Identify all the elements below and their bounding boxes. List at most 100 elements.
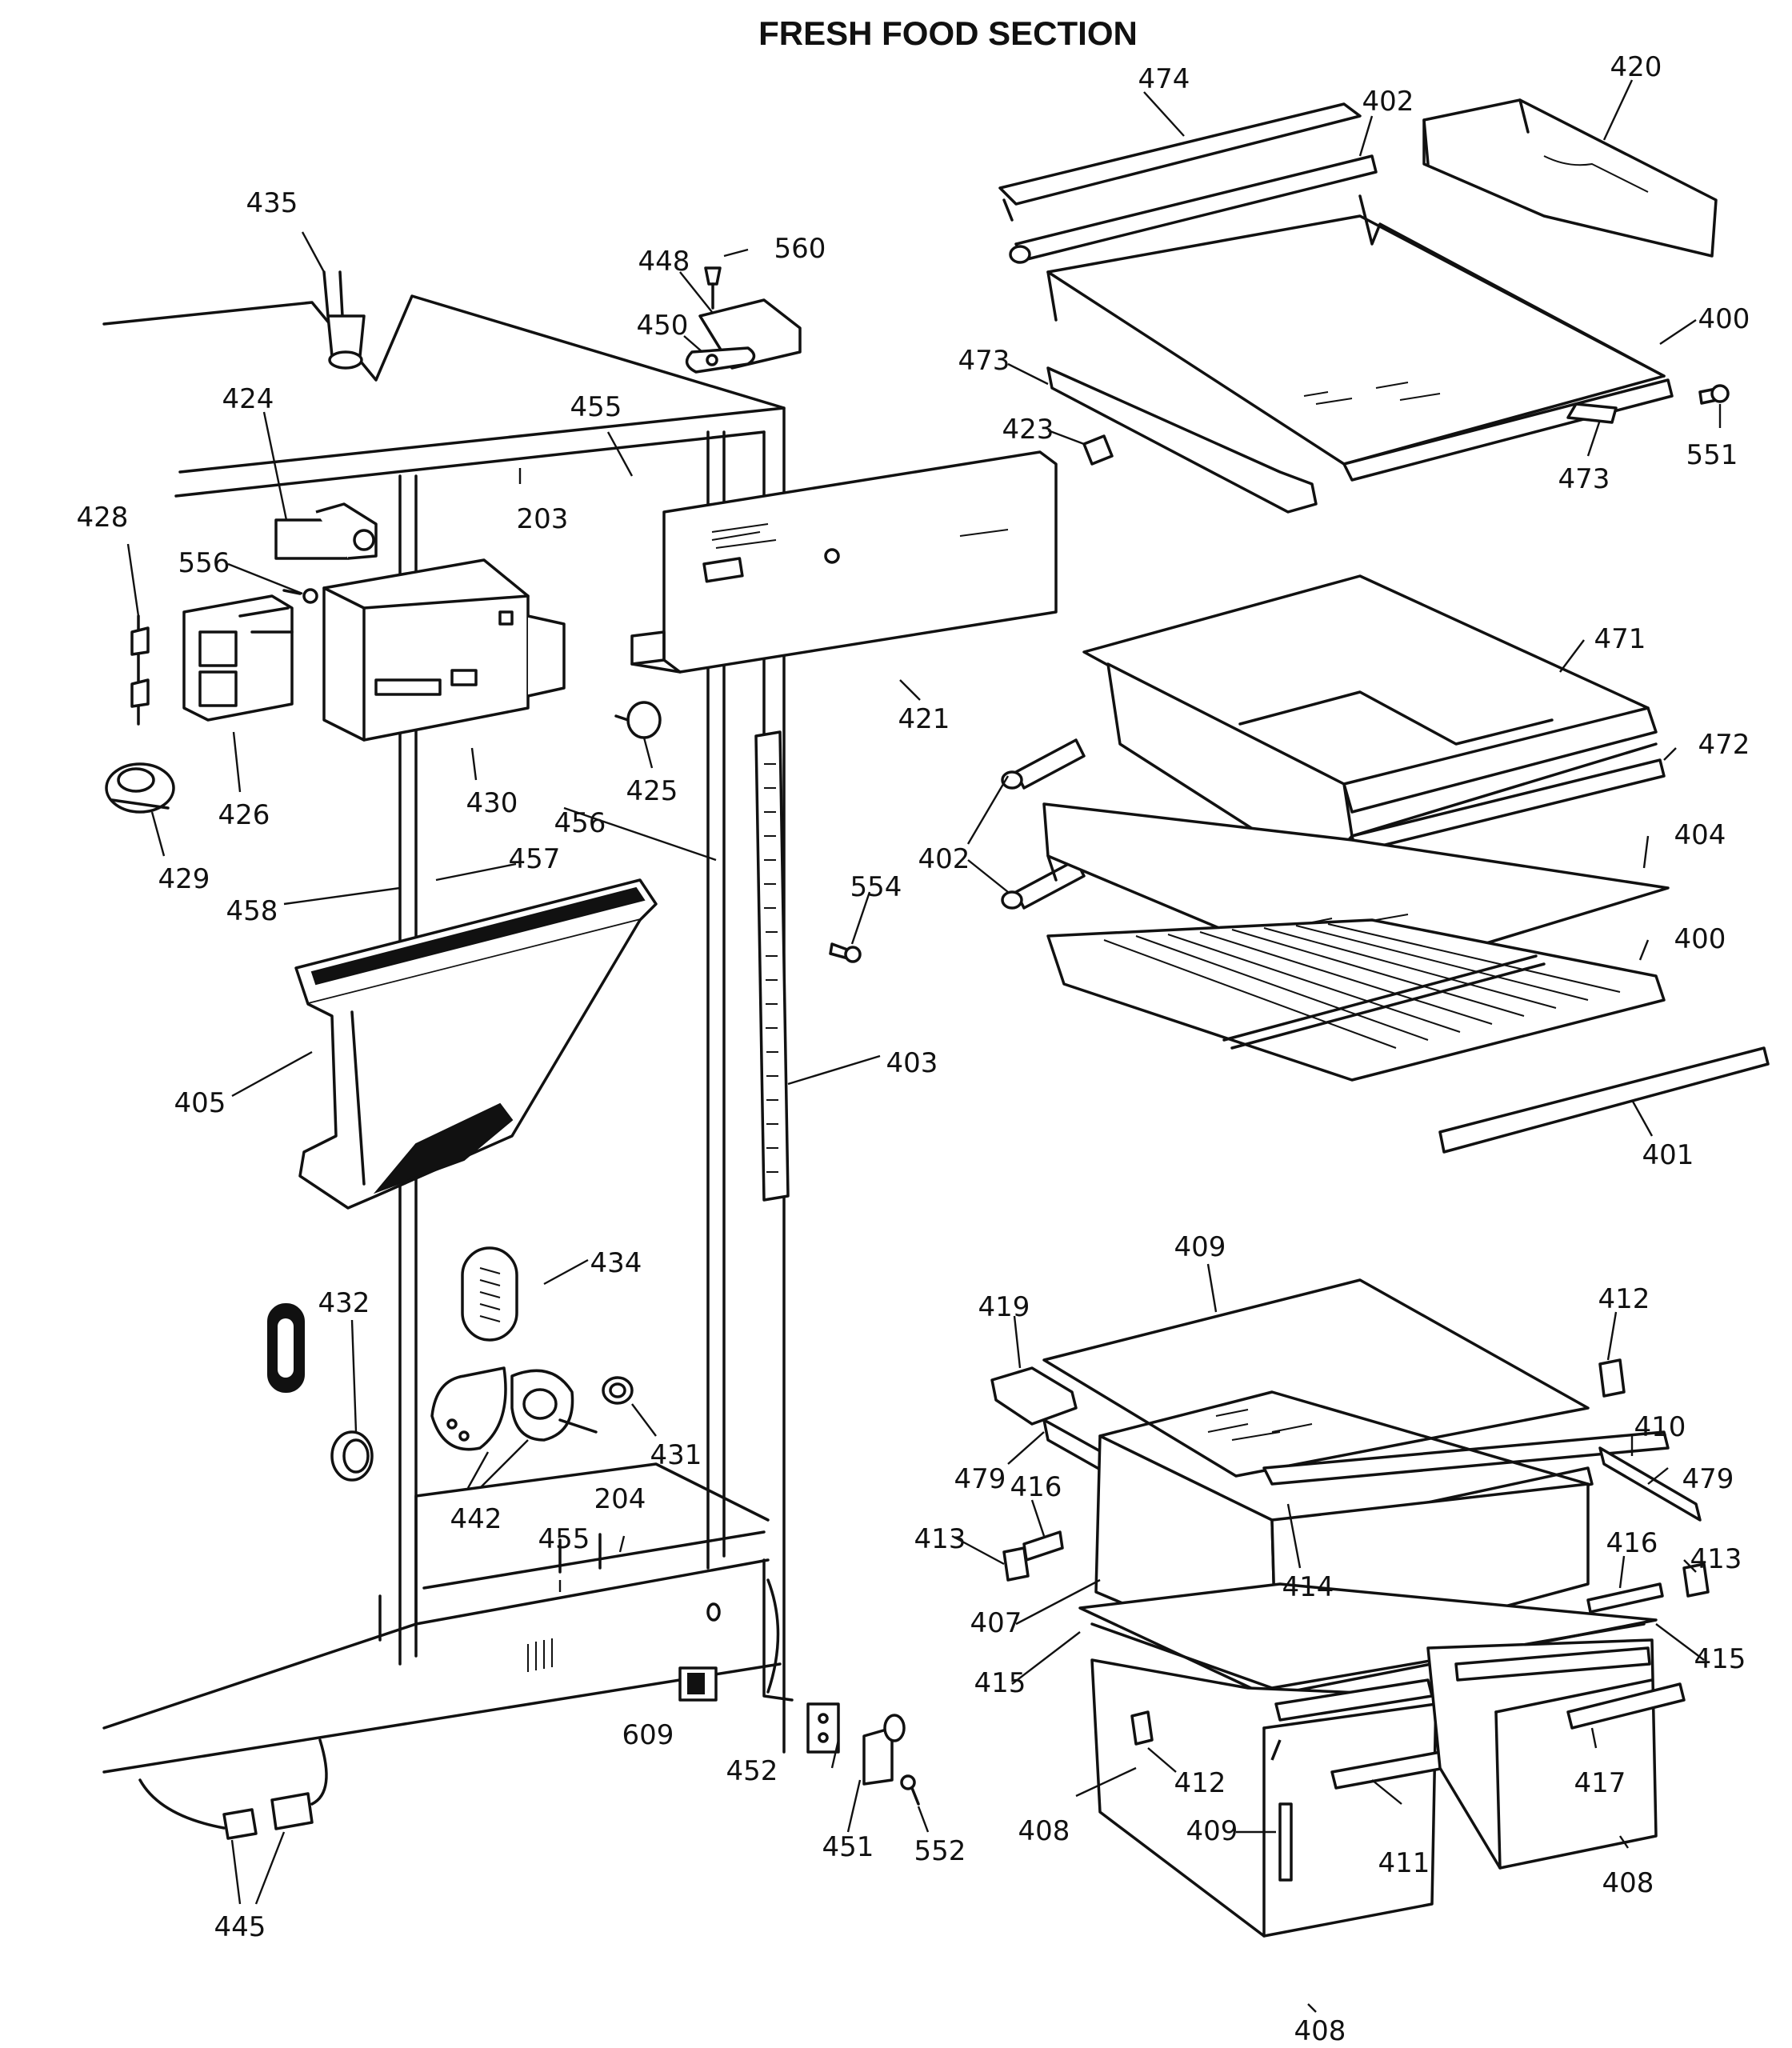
label-434: 434 [590, 1247, 642, 1279]
label-451: 451 [822, 1831, 874, 1863]
screw-552 [900, 1774, 920, 1806]
wire-connectors-445 [138, 1738, 328, 1840]
label-412-top: 412 [1598, 1283, 1650, 1315]
label-409-bottom: 409 [1186, 1815, 1238, 1847]
label-403: 403 [886, 1047, 938, 1079]
label-417: 417 [1574, 1767, 1626, 1799]
label-455-bottom: 455 [538, 1523, 590, 1555]
label-450: 450 [637, 310, 689, 342]
shelf-side-473 [1046, 366, 1618, 514]
label-560: 560 [774, 233, 826, 265]
meat-pan-420 [1422, 98, 1718, 258]
divider-416 [1022, 1530, 1664, 1614]
label-407: 407 [970, 1607, 1022, 1639]
hinge-bracket-448 [685, 266, 802, 374]
vent-434 [461, 1246, 518, 1342]
light-shield-405 [294, 878, 658, 1210]
shelf-support-402b [1001, 738, 1086, 910]
label-442: 442 [450, 1503, 502, 1535]
label-405: 405 [174, 1087, 226, 1119]
shelf-trim-474 [998, 102, 1362, 222]
label-415-left: 415 [974, 1667, 1026, 1699]
label-411: 411 [1378, 1847, 1430, 1879]
grommet-432 [330, 1430, 374, 1482]
switch-609 [678, 1666, 718, 1702]
label-400-top: 400 [1698, 303, 1750, 335]
label-404: 404 [1674, 819, 1726, 851]
thermostat-424 [274, 502, 378, 560]
crisper-cover-409 [1042, 1278, 1590, 1478]
slot-432 [267, 1303, 305, 1393]
bracket-426 [182, 594, 294, 722]
label-455-top: 455 [570, 391, 622, 423]
label-552: 552 [914, 1835, 966, 1867]
label-408-left: 408 [1018, 1815, 1070, 1847]
label-401: 401 [1642, 1139, 1694, 1171]
shelf-trim-401 [1438, 1046, 1770, 1154]
label-472: 472 [1698, 729, 1750, 761]
shelf-rail-403 [754, 730, 790, 1202]
label-423: 423 [1002, 414, 1054, 446]
leader-lines [126, 79, 1722, 2013]
label-400-mid: 400 [1674, 923, 1726, 955]
cover-support-419 [990, 1366, 1078, 1426]
control-panel-421 [630, 450, 1058, 674]
knob-425 [614, 701, 662, 739]
label-421: 421 [898, 703, 950, 735]
dial-knob-429 [105, 762, 175, 814]
label-408-page: 408 [1294, 2015, 1346, 2047]
label-458: 458 [226, 895, 278, 927]
label-416-left: 416 [1010, 1471, 1062, 1503]
label-204: 204 [594, 1483, 646, 1515]
diagram-title: FRESH FOOD SECTION [758, 14, 1138, 52]
damper-442 [430, 1366, 598, 1451]
label-429: 429 [158, 863, 210, 895]
bushing-431 [602, 1376, 634, 1405]
label-408-right: 408 [1602, 1867, 1654, 1899]
plate-452 [806, 1702, 840, 1754]
label-556: 556 [178, 547, 230, 579]
screw-554 [829, 942, 862, 963]
clip-413 [1002, 1546, 1710, 1598]
label-471: 471 [1594, 623, 1646, 655]
label-415-right: 415 [1694, 1643, 1746, 1675]
label-424: 424 [222, 383, 274, 415]
label-420: 420 [1610, 51, 1662, 83]
label-609: 609 [622, 1719, 674, 1751]
shelf-support-402 [1009, 154, 1378, 264]
label-414: 414 [1282, 1571, 1334, 1603]
label-416-right: 416 [1606, 1527, 1658, 1559]
crisper-drawer-408b [1426, 1638, 1686, 1870]
screw-551 [1698, 384, 1730, 405]
label-473-left: 473 [958, 345, 1010, 377]
label-448: 448 [638, 246, 690, 278]
glass-shelf-400 [1046, 194, 1674, 482]
label-430: 430 [466, 787, 518, 819]
light-socket-435 [322, 270, 366, 370]
label-428: 428 [77, 502, 129, 534]
screw-556 [282, 588, 318, 604]
label-457: 457 [509, 843, 561, 875]
label-413-right: 413 [1690, 1543, 1742, 1575]
label-431: 431 [650, 1439, 702, 1471]
label-456: 456 [554, 807, 606, 839]
label-409-top: 409 [1174, 1231, 1226, 1263]
label-435: 435 [246, 187, 298, 219]
label-402-mid: 402 [918, 843, 970, 875]
clip-412 [1598, 1358, 1626, 1398]
label-432: 432 [318, 1287, 370, 1319]
label-474: 474 [1138, 63, 1190, 95]
label-479-left: 479 [954, 1463, 1006, 1495]
cover-frame-410 [1262, 1430, 1670, 1486]
label-413-left: 413 [914, 1523, 966, 1555]
label-551: 551 [1686, 439, 1738, 471]
label-410: 410 [1634, 1411, 1686, 1443]
hinge-451 [862, 1714, 906, 1786]
part-labels: 474 402 420 400 473 473 551 423 435 448 … [77, 51, 1750, 2047]
label-203: 203 [517, 503, 569, 535]
label-412-bottom: 412 [1174, 1767, 1226, 1799]
label-479-right: 479 [1682, 1463, 1734, 1495]
clip-428 [130, 614, 150, 726]
control-housing-430 [322, 558, 566, 742]
